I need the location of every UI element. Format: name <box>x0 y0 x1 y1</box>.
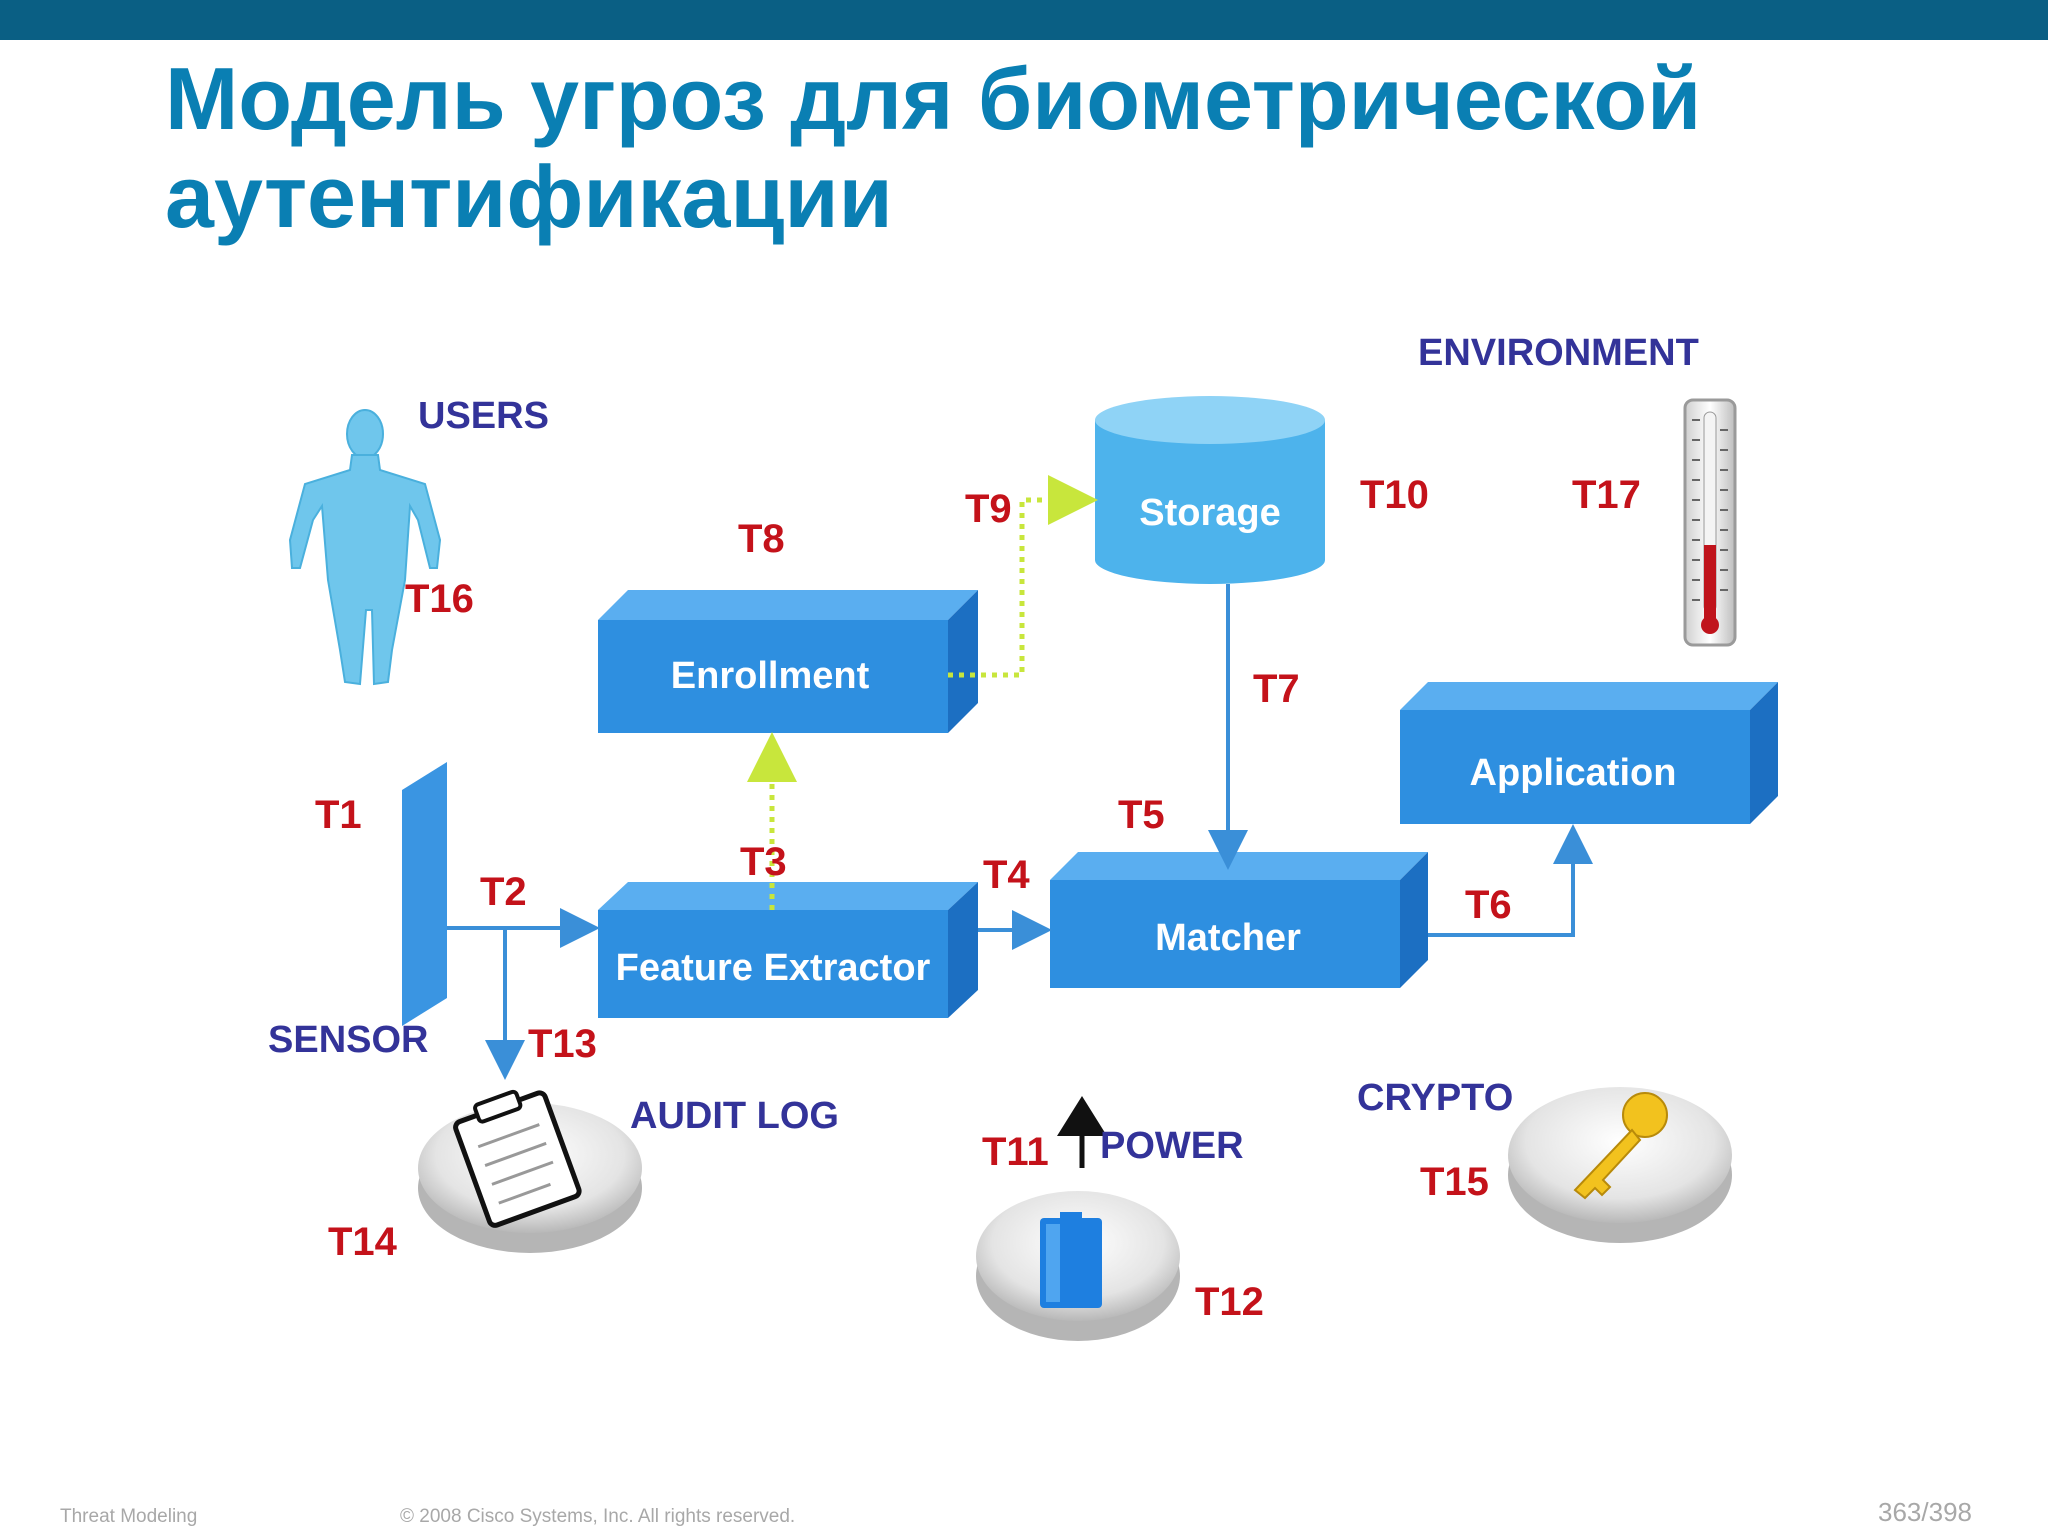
threat-t6: T6 <box>1465 883 1512 927</box>
footer-page-number: 363/398 <box>1878 1497 1972 1527</box>
sensor-panel-icon <box>402 762 447 1026</box>
threat-t8: T8 <box>738 517 785 561</box>
label-crypto: CRYPTO <box>1357 1077 1513 1119</box>
feature-extractor-box: Feature Extractor <box>598 882 978 1018</box>
human-figure-icon <box>288 409 442 686</box>
threat-t11: T11 <box>982 1130 1049 1174</box>
slide-title: Модель угроз для биометрической аутентиф… <box>165 50 2015 246</box>
threat-t4: T4 <box>983 853 1030 897</box>
threat-t7: T7 <box>1253 667 1300 711</box>
threat-t13: T13 <box>528 1022 597 1066</box>
storage-cylinder: Storage <box>1095 396 1325 584</box>
threat-t14: T14 <box>328 1220 398 1264</box>
threat-t5: T5 <box>1118 793 1165 837</box>
threat-t2: T2 <box>480 870 527 914</box>
threat-t16: T16 <box>405 577 474 621</box>
threat-t15: T15 <box>1420 1160 1489 1204</box>
label-power: POWER <box>1100 1125 1244 1167</box>
threat-t3: T3 <box>740 840 787 884</box>
slide-title-line-1: Модель угроз для биометрической <box>165 49 1702 148</box>
feature-extractor-label: Feature Extractor <box>616 947 931 989</box>
dotted-arrow-enrollment-to-storage <box>948 475 1098 678</box>
footer-copyright: © 2008 Cisco Systems, Inc. All rights re… <box>400 1506 796 1527</box>
crypto-disc <box>1508 1087 1732 1243</box>
enrollment-box: Enrollment <box>598 590 978 733</box>
threat-t9: T9 <box>965 487 1012 531</box>
label-users: USERS <box>418 395 549 437</box>
matcher-label: Matcher <box>1155 917 1301 959</box>
storage-label: Storage <box>1139 492 1280 534</box>
threat-t12: T12 <box>1195 1280 1264 1324</box>
threat-t17: T17 <box>1572 473 1641 517</box>
clipboard-notepad-icon <box>453 1089 582 1228</box>
arrow-matcher-to-application <box>1428 824 1593 937</box>
enrollment-label: Enrollment <box>671 655 870 697</box>
arrows <box>447 475 1593 1080</box>
label-environment: ENVIRONMENT <box>1418 332 1699 374</box>
battery-icon <box>1040 1212 1102 1308</box>
footer-course-name: Threat Modeling <box>60 1506 198 1527</box>
application-label: Application <box>1470 752 1677 794</box>
threat-t1: T1 <box>315 793 362 837</box>
thermometer-icon <box>1683 398 1737 647</box>
label-sensor: SENSOR <box>268 1019 428 1061</box>
threat-t10: T10 <box>1360 473 1429 517</box>
label-audit-log: AUDIT LOG <box>630 1095 839 1137</box>
power-disc <box>976 1191 1180 1341</box>
slide-title-line-2: аутентификации <box>165 147 893 246</box>
key-icon <box>1573 1092 1668 1200</box>
matcher-box: Matcher <box>1050 852 1428 988</box>
application-box: Application <box>1400 682 1778 824</box>
audit-log-disc <box>418 1089 642 1253</box>
top-accent-bar <box>0 0 2048 40</box>
